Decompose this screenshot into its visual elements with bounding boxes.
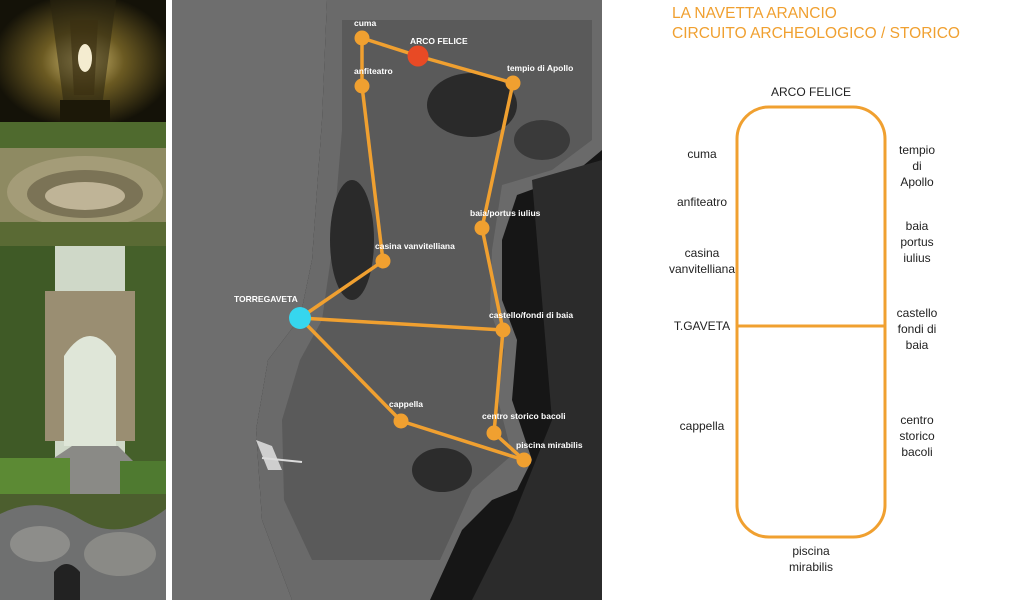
diagram-label-casina-line: casina xyxy=(684,246,720,260)
map-label-arco-felice: ARCO FELICE xyxy=(410,36,468,46)
route-title-line-2: CIRCUITO ARCHEOLOGICO / STORICO xyxy=(672,25,960,42)
diagram-label-piscina-line: mirabilis xyxy=(788,560,833,574)
route-segment-torregaveta-castello xyxy=(299,316,504,332)
map-stop-piscina xyxy=(516,452,532,468)
map-label-castello: castello/fondi di baia xyxy=(489,310,573,320)
map-label-piscina: piscina mirabilis xyxy=(516,440,583,450)
photo-strip xyxy=(0,0,166,600)
diagram-label-centro-line: bacoli xyxy=(901,445,933,459)
diagram-label-tempio-line: tempio xyxy=(898,143,936,157)
diagram-label-centro-line: storico xyxy=(899,429,935,443)
photo-arco-felice xyxy=(0,246,166,494)
map-stop-cappella xyxy=(393,413,409,429)
route-diagram: ARCO FELICE cuma anfiteatro casina vanvitell… xyxy=(612,70,1012,595)
map-stop-centro-storico xyxy=(486,425,502,441)
diagram-label-tempio-line: Apollo xyxy=(900,175,934,189)
diagram-label-baia-line: portus xyxy=(900,235,934,249)
diagram-label-centro-line: centro xyxy=(900,413,934,427)
route-segment-cappella-piscina xyxy=(400,419,525,462)
diagram-label-castello-line: fondi di xyxy=(897,322,937,336)
diagram-label-casina: casina vanvitelliana xyxy=(642,245,762,277)
diagram-label-anfiteatro: anfiteatro xyxy=(642,194,762,210)
map-stop-casina xyxy=(375,253,391,269)
route-loop xyxy=(735,105,887,539)
map-stop-anfiteatro xyxy=(354,78,370,94)
route-segment-anfiteatro-casina xyxy=(360,85,385,262)
route-segment-baia-castello xyxy=(480,227,505,331)
map-label-casina: casina vanvitelliana xyxy=(375,241,455,251)
map-label-centro-storico: centro storico bacoli xyxy=(482,411,566,421)
map-stop-baia xyxy=(474,220,490,236)
route-segment-tempio-apollo-baia xyxy=(480,82,515,229)
photo-rock-tunnel xyxy=(0,494,166,600)
route-segment-torregaveta-cappella xyxy=(298,316,403,423)
map-label-cappella: cappella xyxy=(389,399,423,409)
photo-tunnel xyxy=(0,0,166,122)
map-stop-torregaveta xyxy=(289,307,311,329)
route-loop-outline xyxy=(735,105,887,539)
diagram-label-cappella-line: cappella xyxy=(679,419,725,433)
map-label-tempio-apollo: tempio di Apollo xyxy=(507,63,573,73)
diagram-label-casina-line: vanvitelliana xyxy=(668,262,736,276)
map-label-cuma: cuma xyxy=(354,18,376,28)
route-title-line-1: LA NAVETTA ARANCIO xyxy=(672,5,837,22)
diagram-label-tgaveta-line: T.GAVETA xyxy=(673,319,731,333)
diagram-label-cuma-line: cuma xyxy=(687,147,717,161)
diagram-label-baia-line: iulius xyxy=(903,251,931,265)
photo-ruins-amphitheatre xyxy=(0,122,166,246)
diagram-label-cuma: cuma xyxy=(642,146,762,162)
map-label-anfiteatro: anfiteatro xyxy=(354,66,393,76)
route-segment-castello-centro-storico xyxy=(492,329,505,434)
map-label-baia: baia/portus iulius xyxy=(470,208,541,218)
diagram-label-tempio-line: di xyxy=(912,159,922,173)
map-stop-tempio-apollo xyxy=(505,75,521,91)
diagram-label-arco-felice: ARCO FELICE xyxy=(770,85,851,99)
route-segment-casina-torregaveta xyxy=(299,259,384,320)
diagram-label-anfiteatro-line: anfiteatro xyxy=(676,195,728,209)
map-stop-cuma xyxy=(354,30,370,46)
map-label-torregaveta: TORREGAVETA xyxy=(234,294,298,304)
diagram-label-baia-line: baia xyxy=(905,219,929,233)
route-segment-arco-felice-tempio-apollo xyxy=(417,54,514,85)
diagram-label-castello-line: baia xyxy=(905,338,929,352)
diagram-label-cappella: cappella xyxy=(642,418,762,434)
diagram-label-castello-line: castello xyxy=(896,306,938,320)
diagram-label-centro: centro storico bacoli xyxy=(867,412,967,460)
map-stop-castello xyxy=(495,322,511,338)
diagram-label-castello: castello fondi di baia xyxy=(867,305,967,353)
map-stop-arco-felice xyxy=(407,45,429,67)
diagram-label-tgaveta: T.GAVETA xyxy=(642,318,762,334)
diagram-label-piscina-line: piscina xyxy=(792,544,830,558)
route-title: LA NAVETTA ARANCIO CIRCUITO ARCHEOLOGICO… xyxy=(672,4,960,44)
diagram-label-piscina: piscina mirabilis xyxy=(756,543,866,575)
diagram-label-baia: baia portus iulius xyxy=(867,218,967,266)
